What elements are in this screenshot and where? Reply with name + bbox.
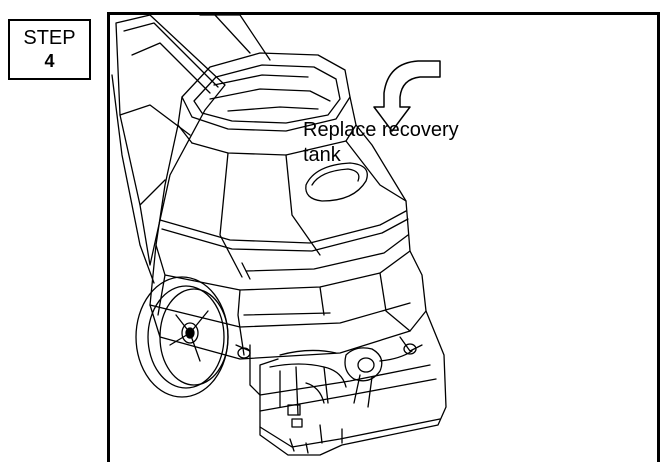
illustration-frame	[107, 12, 660, 462]
step-number: 4	[44, 51, 55, 71]
handle-column	[111, 15, 271, 284]
brush-head	[235, 310, 447, 456]
instruction-line-1: Replace recovery	[303, 119, 459, 141]
rear-wheel	[135, 276, 229, 398]
curved-arrow-icon	[373, 60, 441, 132]
step-badge: STEP 4	[8, 19, 91, 80]
instruction-line-2: tank	[303, 144, 341, 166]
base-housing	[149, 244, 427, 360]
carpet-extractor-illustration	[111, 15, 447, 456]
instruction-caption: Replace recovery tank	[303, 118, 533, 168]
tank-body	[155, 124, 411, 291]
step-label: STEP	[23, 27, 76, 49]
